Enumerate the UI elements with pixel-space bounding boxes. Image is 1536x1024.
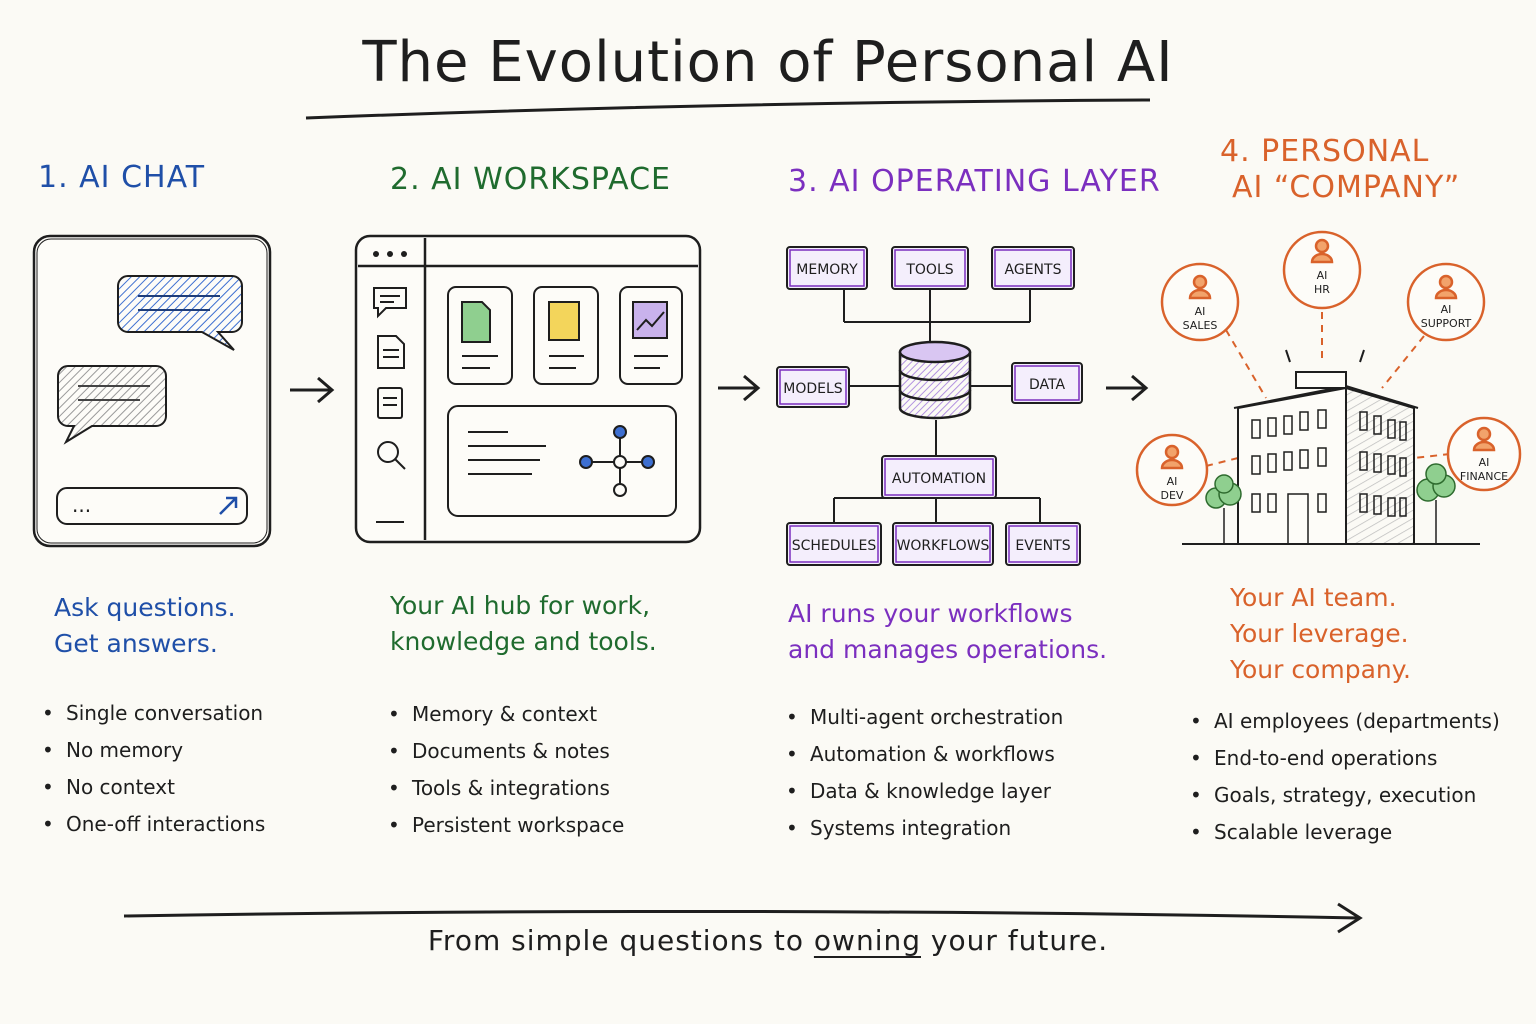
arrow-2 bbox=[718, 374, 761, 402]
person-icon bbox=[1438, 274, 1454, 290]
database-icon bbox=[898, 340, 972, 420]
stage-1-title: 1. AI CHAT bbox=[38, 160, 206, 195]
person-icon bbox=[1476, 426, 1492, 442]
search-icon bbox=[377, 441, 399, 463]
stage-3-bullets: Multi-agent orchestration Automation & w… bbox=[786, 704, 1166, 852]
role-hr-line-2: HR bbox=[1314, 283, 1330, 296]
role-support-line-1: AI bbox=[1441, 303, 1452, 316]
role-dev-line-2: DEV bbox=[1161, 489, 1184, 502]
role-finance-line-1: AI bbox=[1479, 456, 1490, 469]
role-dev bbox=[1135, 433, 1209, 507]
list-item: Systems integration bbox=[786, 815, 1166, 852]
stage-4-tagline: Your AI team.Your leverage.Your company. bbox=[1230, 583, 1411, 684]
person-icon bbox=[1164, 444, 1180, 460]
node-agents: AGENTS bbox=[1005, 262, 1062, 278]
list-item: Data & knowledge layer bbox=[786, 778, 1166, 815]
workspace-sidebar-icons bbox=[373, 287, 407, 523]
node-workflows: WORKFLOWS bbox=[897, 538, 990, 554]
yellow-note-icon bbox=[548, 301, 580, 341]
list-item: Goals, strategy, execution bbox=[1190, 782, 1530, 819]
list-item: Automation & workflows bbox=[786, 741, 1166, 778]
list-item: Tools & integrations bbox=[388, 775, 728, 812]
role-sales bbox=[1160, 262, 1240, 342]
document-icon bbox=[377, 335, 405, 369]
node-tools: TOOLS bbox=[905, 262, 953, 278]
role-hr-line-1: AI bbox=[1317, 269, 1328, 282]
list-item: Documents & notes bbox=[388, 738, 728, 775]
send-icon bbox=[219, 496, 238, 515]
node-data: DATA bbox=[1029, 377, 1065, 393]
arrow-3 bbox=[1106, 374, 1149, 402]
operating-node-borders bbox=[779, 249, 1080, 563]
page-title: The Evolution of Personal AI bbox=[362, 30, 1174, 95]
list-item: Multi-agent orchestration bbox=[786, 704, 1166, 741]
person-icon bbox=[1192, 274, 1208, 290]
tree-icons bbox=[1205, 463, 1456, 544]
stage-4-title-line-1: 4. PERSONAL bbox=[1220, 134, 1430, 169]
role-support bbox=[1406, 262, 1486, 342]
chat-bubble-ai bbox=[57, 365, 167, 445]
list-item: Memory & context bbox=[388, 701, 728, 738]
node-automation: AUTOMATION bbox=[892, 471, 986, 487]
list-item: End-to-end operations bbox=[1190, 745, 1530, 782]
stage-1-tagline: Ask questions.Get answers. bbox=[54, 593, 236, 658]
list-item: No memory bbox=[42, 737, 362, 774]
window-controls-icon bbox=[373, 251, 407, 257]
node-models: MODELS bbox=[783, 381, 843, 397]
title-underline bbox=[305, 98, 1151, 120]
stage-4-title-line-2: AI “COMPANY” bbox=[1232, 170, 1461, 205]
office-building-icon bbox=[1182, 349, 1480, 545]
network-graph-icon bbox=[579, 425, 655, 497]
list-item: No context bbox=[42, 774, 362, 811]
notes-icon bbox=[377, 387, 403, 419]
stage-2-title: 2. AI WORKSPACE bbox=[390, 162, 671, 197]
role-dev-line-1: AI bbox=[1167, 475, 1178, 488]
list-item: Scalable leverage bbox=[1190, 819, 1530, 856]
person-icon bbox=[1314, 238, 1330, 254]
footer-tagline: From simple questions to owning your fut… bbox=[427, 924, 1109, 957]
operating-nodes bbox=[776, 246, 1083, 566]
chart-icon bbox=[632, 301, 668, 339]
node-schedules: SCHEDULES bbox=[792, 538, 877, 554]
role-sales-line-1: AI bbox=[1195, 305, 1206, 318]
stage-2-bullets: Memory & context Documents & notes Tools… bbox=[388, 701, 728, 849]
role-finance bbox=[1446, 416, 1522, 492]
list-item: Persistent workspace bbox=[388, 812, 728, 849]
chat-input-field: ... bbox=[56, 487, 248, 525]
list-item: AI employees (departments) bbox=[1190, 708, 1530, 745]
role-hr bbox=[1282, 230, 1362, 310]
role-finance-line-2: FINANCE bbox=[1460, 470, 1508, 483]
workspace-cards bbox=[447, 286, 683, 385]
chat-icon bbox=[373, 287, 407, 319]
node-memory: MEMORY bbox=[796, 262, 858, 278]
role-support-line-2: SUPPORT bbox=[1421, 317, 1472, 330]
list-item: One-off interactions bbox=[42, 811, 362, 848]
green-document-icon bbox=[461, 301, 491, 343]
stage-1-bullets: Single conversation No memory No context… bbox=[42, 700, 362, 848]
node-events: EVENTS bbox=[1015, 538, 1070, 554]
arrow-1 bbox=[290, 376, 335, 404]
timeline-arrow bbox=[123, 902, 1363, 934]
stage-3-title: 3. AI OPERATING LAYER bbox=[788, 164, 1161, 199]
role-sales-line-2: SALES bbox=[1183, 319, 1218, 332]
chat-input-placeholder: ... bbox=[72, 493, 91, 517]
stage-2-tagline: Your AI hub for work,knowledge and tools… bbox=[390, 591, 657, 656]
chat-bubble-user bbox=[117, 275, 243, 351]
footer-emphasis: owning bbox=[813, 924, 921, 957]
dashed-connectors bbox=[1205, 312, 1451, 467]
stage-4-bullets: AI employees (departments) End-to-end op… bbox=[1190, 708, 1530, 856]
list-item: Single conversation bbox=[42, 700, 362, 737]
